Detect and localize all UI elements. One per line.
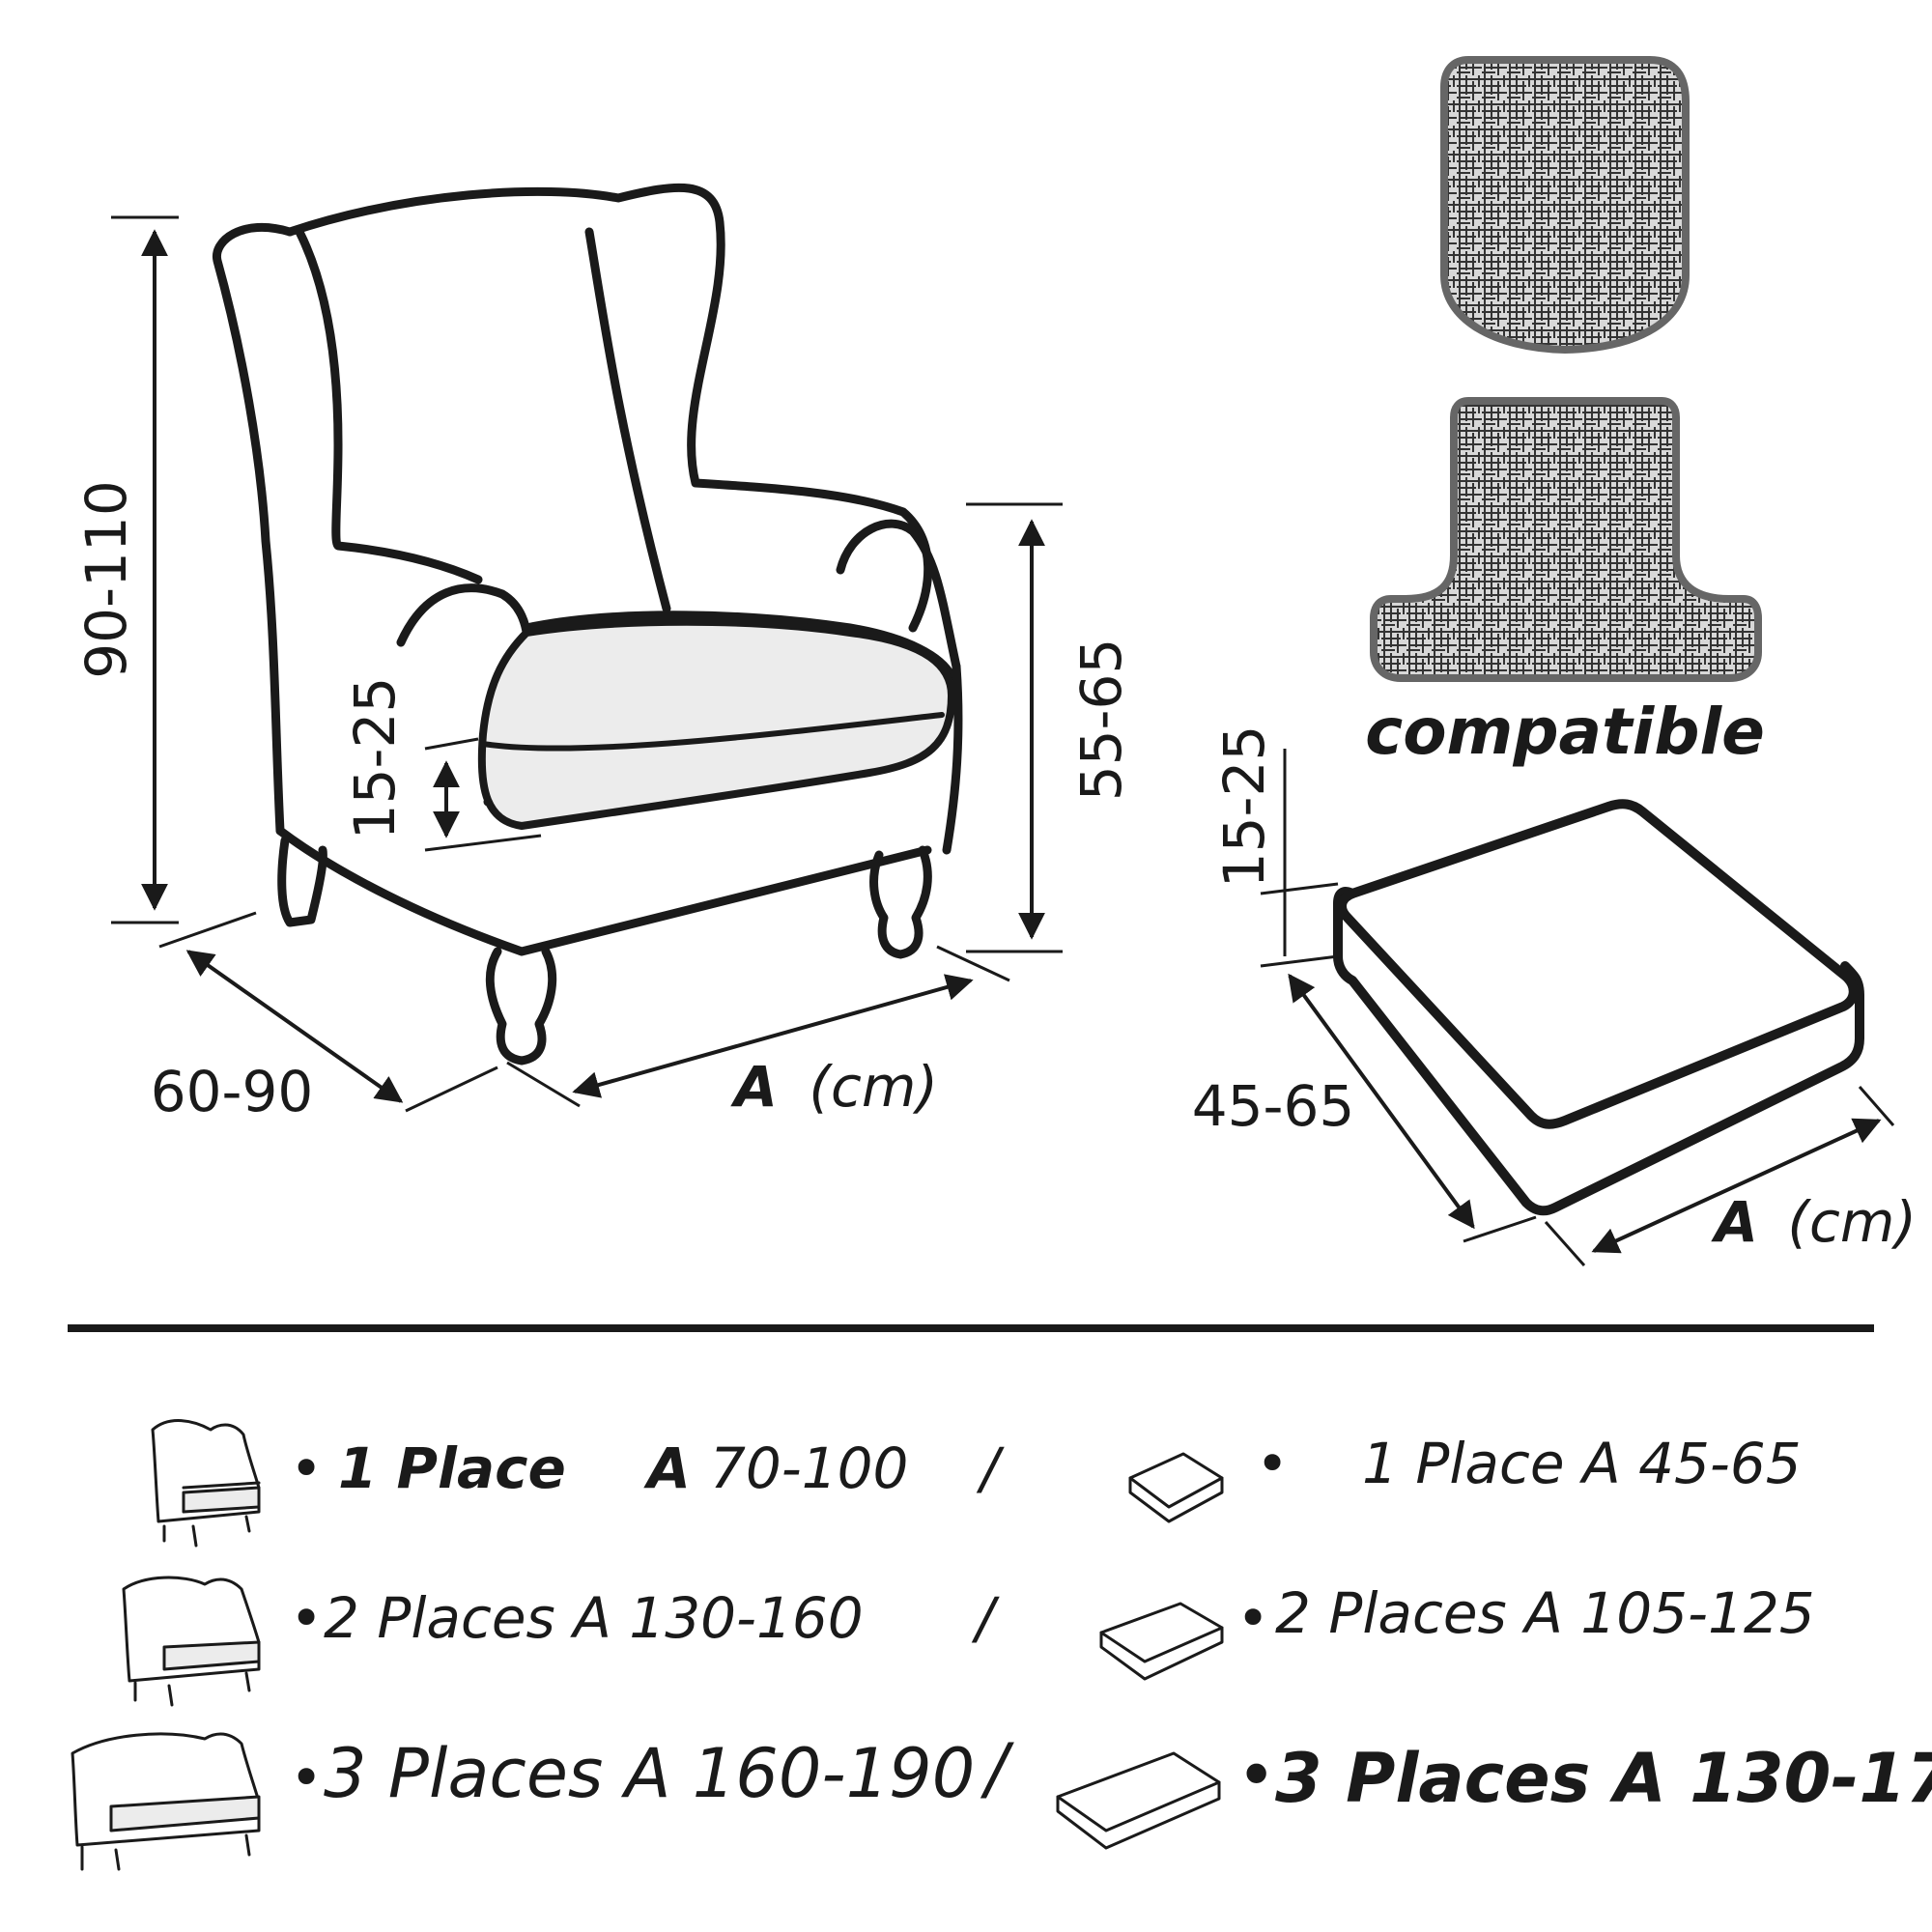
row3-chair-text: 3 Places A 160-190 <box>324 1734 975 1813</box>
chair-width-unit: (cm) <box>809 1054 938 1120</box>
wingback-chair-drawing <box>213 183 963 1065</box>
pad-width-dimension: A (cm) <box>1544 1086 1917 1266</box>
seat-pad-icon-small <box>1128 1452 1224 1523</box>
row1-bullet-right: • <box>1256 1431 1289 1496</box>
chair-cushion-thickness-dimension: 15-25 <box>342 677 542 852</box>
pad-thickness-label: 15-25 <box>1211 725 1277 889</box>
row3-cushion-text: 3 Places A 130-170 <box>1275 1739 1932 1818</box>
row1-cushion-text: 1 Place A 45-65 <box>1362 1431 1802 1496</box>
chair-depth-dimension: 60-90 <box>151 911 498 1124</box>
seat-pad-icon-medium <box>1099 1602 1224 1681</box>
seat-height-label: 55-65 <box>1068 639 1134 802</box>
chair-height-label: 90-110 <box>73 480 139 678</box>
svg-text:A (cm): A (cm) <box>1711 1189 1917 1255</box>
sofa-icon <box>71 1732 261 1871</box>
size-row-2: • 2 Places A 130-160 / • 2 Places A 105-… <box>122 1576 1815 1707</box>
chair-height-dimension: 90-110 <box>73 215 179 924</box>
row1-chair-letter: A <box>643 1435 691 1501</box>
pad-width-letter: A <box>1711 1189 1758 1255</box>
pad-depth-dimension: 45-65 <box>1192 973 1537 1243</box>
size-row-3: • 3 Places A 160-190 / • 3 Places A 130-… <box>71 1729 1932 1871</box>
row2-separator: / <box>971 1585 1000 1651</box>
chair-width-letter: A <box>730 1054 778 1120</box>
chair-width-dimension: A (cm) <box>506 945 1010 1120</box>
size-row-1: • 1 Place A 70-100 / • 1 Place A 45-65 <box>151 1419 1802 1548</box>
pad-depth-label: 45-65 <box>1192 1073 1355 1139</box>
compatible-label: compatible <box>1365 695 1765 769</box>
row1-bullet-left: • <box>290 1435 323 1501</box>
compatible-shapes: compatible <box>1365 56 1765 769</box>
row3-bullet-right: • <box>1236 1736 1276 1815</box>
svg-text:A (cm): A (cm) <box>730 1054 938 1120</box>
chair-cushion-thickness-label: 15-25 <box>342 677 408 840</box>
row1-chair-label: 1 Place <box>338 1435 566 1501</box>
loveseat-icon <box>122 1576 261 1707</box>
t-cushion-shape <box>1370 397 1762 682</box>
row3-separator: / <box>980 1729 1014 1808</box>
row1-chair-range: 70-100 <box>710 1435 908 1501</box>
chair-depth-label: 60-90 <box>151 1059 314 1124</box>
pad-width-unit: (cm) <box>1787 1189 1917 1255</box>
seat-pad-icon-large <box>1056 1751 1221 1850</box>
seat-pad-drawing <box>1333 799 1864 1216</box>
row2-cushion-text: 2 Places A 105-125 <box>1275 1580 1815 1646</box>
row2-bullet-right: • <box>1236 1585 1269 1651</box>
rounded-cushion-shape <box>1440 56 1690 355</box>
row3-bullet-left: • <box>290 1745 323 1810</box>
row1-separator: / <box>976 1435 1005 1501</box>
row2-bullet-left: • <box>290 1585 323 1651</box>
row2-chair-text: 2 Places A 130-160 <box>324 1585 864 1651</box>
seat-height-dimension: 55-65 <box>966 502 1134 953</box>
pad-thickness-dimension: 15-25 <box>1211 725 1339 968</box>
armchair-icon <box>151 1419 261 1548</box>
